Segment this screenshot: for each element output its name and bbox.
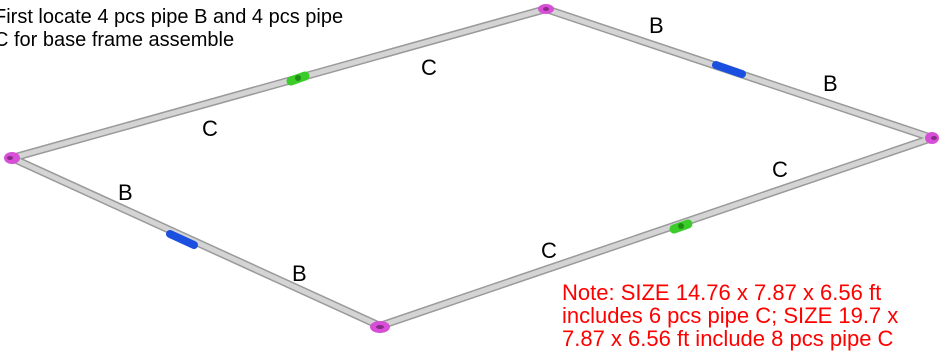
- corner-connector-top: [538, 4, 554, 14]
- label-pipe-c-bottom-right-upper: C: [772, 157, 788, 182]
- instruction-line-1: First locate 4 pcs pipe B and 4 pcs pipe: [0, 6, 344, 28]
- corner-connector-bottom: [370, 321, 390, 333]
- instruction-line-2: C for base frame assemble: [0, 29, 235, 51]
- note-line-3: 7.87 x 6.56 ft include 8 pcs pipe C: [562, 326, 894, 351]
- pipe-c-joint-top-left: [286, 71, 310, 86]
- label-pipe-b-top-right-lower: B: [823, 71, 838, 96]
- pipe-b-joint-top-right: [712, 61, 746, 78]
- label-pipe-b-bottom-left-upper: B: [118, 180, 133, 205]
- label-pipe-c-top-left-upper: C: [421, 55, 437, 80]
- note-line-1: Note: SIZE 14.76 x 7.87 x 6.56 ft: [562, 280, 882, 305]
- corner-connector-right: [925, 132, 939, 144]
- pipe-c-top-left: [9, 6, 549, 161]
- pipe-c-bottom-right: [377, 135, 935, 329]
- label-pipe-c-top-left-lower: C: [202, 116, 218, 141]
- label-pipe-b-bottom-left-lower: B: [292, 261, 307, 286]
- label-pipe-c-bottom-right-lower: C: [541, 238, 557, 263]
- base-frame-diagram: [4, 4, 939, 333]
- note-line-2: includes 6 pcs pipe C; SIZE 19.7 x: [562, 303, 899, 328]
- pipe-c-joint-bottom-right: [669, 219, 693, 234]
- corner-connector-left: [4, 152, 20, 164]
- pipe-b-joint-bottom-left: [166, 230, 198, 249]
- instruction-text: First locate 4 pcs pipe B and 4 pcs pipe…: [0, 6, 343, 52]
- label-pipe-b-top-right-upper: B: [649, 13, 664, 38]
